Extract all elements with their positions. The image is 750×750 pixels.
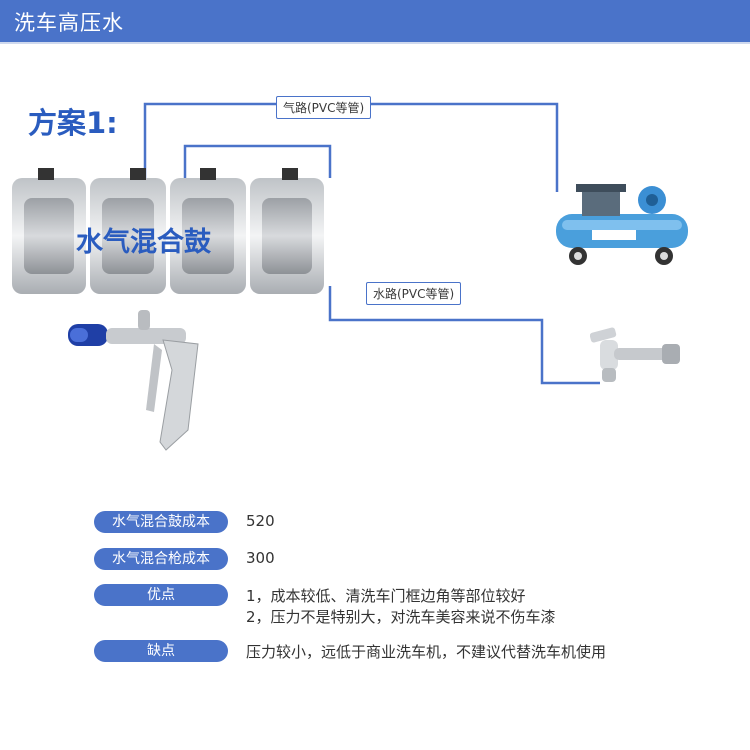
drum-label: 水气混合鼓: [76, 220, 211, 259]
air-pipe-label: 气路(PVC等管): [276, 96, 371, 119]
cons-item-1: 压力较小，远低于商业洗车机，不建议代替洗车机使用: [246, 641, 606, 662]
air-compressor-image: [552, 180, 692, 274]
pros-label: 优点: [94, 584, 228, 606]
drum-cost-label: 水气混合鼓成本: [94, 511, 228, 533]
drum-cost-value: 520: [246, 512, 275, 530]
cons-label: 缺点: [94, 640, 228, 662]
water-pipe-label: 水路(PVC等管): [366, 282, 461, 305]
drum-unit-1: [12, 168, 86, 294]
spray-gun-image: [68, 310, 218, 459]
drum-unit-4: [250, 168, 324, 294]
gun-cost-label: 水气混合枪成本: [94, 548, 228, 570]
pros-item-2: 2，压力不是特别大，对洗车美容来说不伤车漆: [246, 606, 556, 627]
pros-item-1: 1，成本较低、清洗车门框边角等部位较好: [246, 585, 526, 606]
gun-cost-value: 300: [246, 549, 275, 567]
faucet-image: [590, 322, 682, 390]
